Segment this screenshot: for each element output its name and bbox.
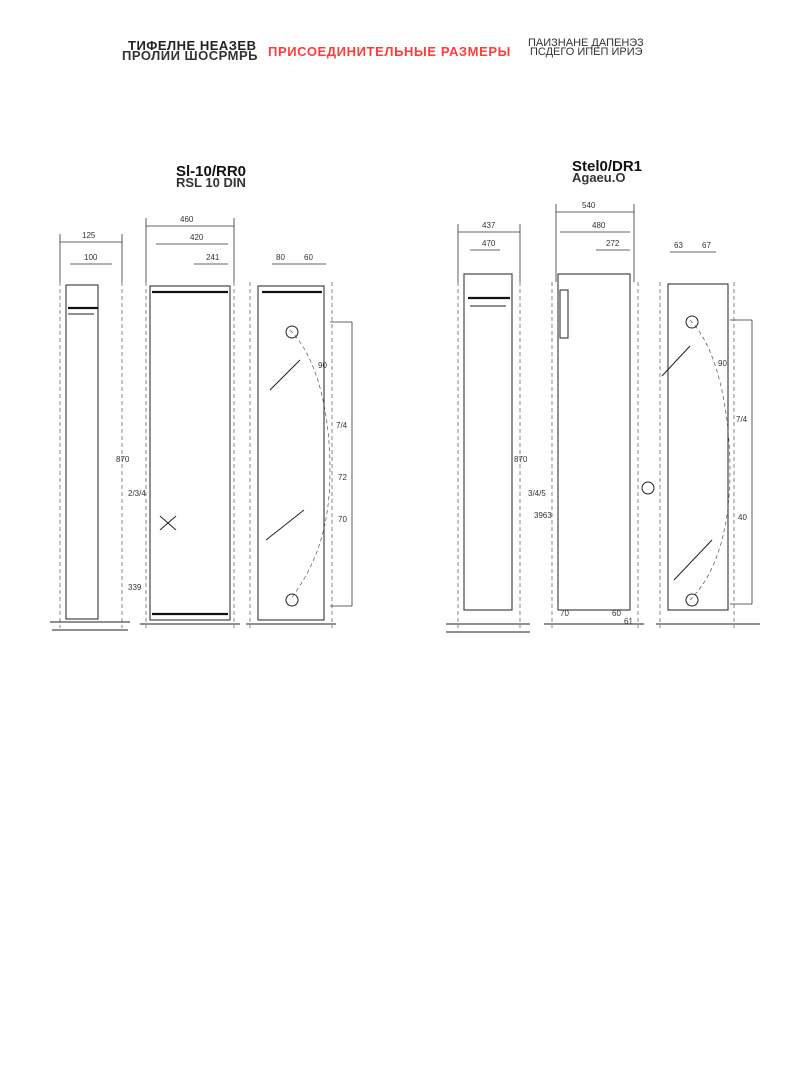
dim-left-height: 870 xyxy=(116,455,130,464)
dim-rfront-top: 540 xyxy=(582,201,596,210)
dim-left-side-mid: 2/3/4 xyxy=(128,489,146,498)
dim-rfront-bottom-a: 70 xyxy=(560,609,569,618)
dim-profile-b: 60 xyxy=(304,253,313,262)
dim-front-top-inner: 420 xyxy=(190,233,204,242)
left-front-view: 460 420 241 xyxy=(140,215,240,628)
header-right: ПАИЗНАНЕ ДАПЕНЭЗ ПСДЕГО ИПЕП ИРИЭ xyxy=(528,37,644,58)
dim-rprofile-right-b: 7/4 xyxy=(736,415,748,424)
left-model-drawings: 125 100 870 2/3/4 339 460 420 241 xyxy=(50,215,353,631)
right-side-view: 437 470 870 3/4/5 3963 xyxy=(446,221,552,633)
dim-right-top: 437 xyxy=(482,221,496,230)
right-profile-view: 63 67 90 7/4 40 xyxy=(656,241,760,628)
left-profile-view: 80 60 90 7/4 72 70 xyxy=(246,253,353,628)
model-title-right: Stel0/DR1 Agaeu.O xyxy=(572,158,643,185)
model-title-right-text: Stel0/DR1 xyxy=(572,158,643,175)
dim-rfront-top-inner: 480 xyxy=(592,221,606,230)
header-right-line2: ПСДЕГО ИПЕП ИРИЭ xyxy=(530,46,643,58)
dim-right-top-inner: 470 xyxy=(482,239,496,248)
dim-rprofile-a: 63 xyxy=(674,241,683,250)
right-model-drawings: 437 470 870 3/4/5 3963 540 480 272 xyxy=(446,201,760,633)
dim-rfront-top-small: 272 xyxy=(606,239,620,248)
dim-profile-right-d: 70 xyxy=(338,515,347,524)
dim-profile-right-a: 90 xyxy=(318,361,327,370)
model-title-left-text: Sl-10/RR0 xyxy=(176,163,247,180)
dim-rfront-bottom-c: 61 xyxy=(624,617,633,626)
dim-rfront-bottom-b: 60 xyxy=(612,609,621,618)
dim-left-top-inner: 100 xyxy=(84,253,98,262)
dim-right-height: 870 xyxy=(514,455,528,464)
left-side-view: 125 100 870 2/3/4 339 xyxy=(50,231,146,631)
model-title-left: Sl-10/RR0 RSL 10 DIN xyxy=(176,163,247,190)
dim-front-top-small: 241 xyxy=(206,253,220,262)
header-right-line1: ПАИЗНАНЕ ДАПЕНЭЗ xyxy=(528,37,644,49)
header-left-line2: ПРОЛИИ ШОСРМРЬ xyxy=(122,48,258,63)
dim-rprofile-right-c: 40 xyxy=(738,513,747,522)
dim-right-side-small: 3963 xyxy=(534,511,552,520)
model-subtitle-left: RSL 10 DIN xyxy=(176,175,246,190)
dim-rprofile-right-a: 90 xyxy=(718,359,727,368)
dim-left-top: 125 xyxy=(82,231,96,240)
dim-profile-right-c: 72 xyxy=(338,473,347,482)
header-title: ПРИСОЕДИНИТЕЛЬНЫЕ РАЗМЕРЫ xyxy=(268,44,511,59)
dim-front-top: 460 xyxy=(180,215,194,224)
header-left: ТИФЕЛНЕ НЕАЗЕВ ПРОЛИИ ШОСРМРЬ xyxy=(122,38,257,62)
dim-profile-a: 80 xyxy=(276,253,285,262)
dim-rprofile-b: 67 xyxy=(702,241,711,250)
right-front-view: 540 480 272 70 60 61 xyxy=(544,201,655,628)
header-left-line1: ТИФЕЛНЕ НЕАЗЕВ xyxy=(128,38,257,53)
dim-left-side-small: 339 xyxy=(128,583,142,592)
model-subtitle-right: Agaeu.O xyxy=(572,170,626,185)
dim-profile-right-b: 7/4 xyxy=(336,421,348,430)
dim-right-side-mid: 3/4/5 xyxy=(528,489,546,498)
